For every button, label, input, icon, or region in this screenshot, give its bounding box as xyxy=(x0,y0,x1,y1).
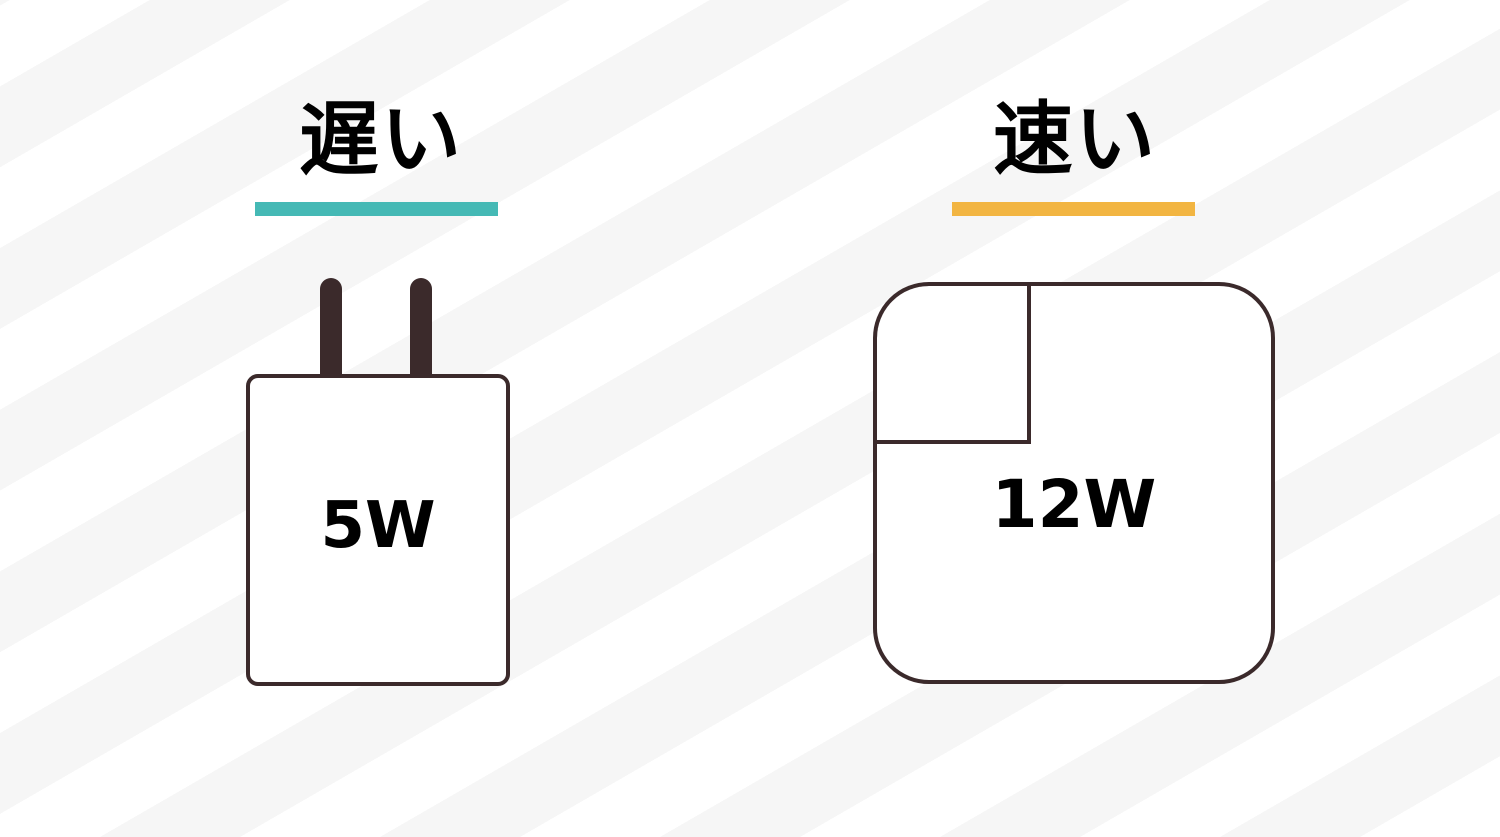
small-charger-icon: 5W xyxy=(246,374,510,686)
fast-charger-panel: 速い 12W xyxy=(860,0,1290,837)
left-prong xyxy=(320,278,342,380)
slow-label: 遅い xyxy=(299,93,463,186)
slow-wattage: 5W xyxy=(320,489,436,563)
fast-label: 速い xyxy=(993,93,1157,186)
large-charger-icon: 12W xyxy=(873,282,1275,684)
slow-charger-panel: 遅い 5W xyxy=(236,0,526,837)
right-prong xyxy=(410,278,432,380)
charger-corner-block xyxy=(877,286,1031,444)
fast-underline xyxy=(952,202,1195,216)
slow-underline xyxy=(255,202,498,216)
fast-wattage: 12W xyxy=(991,466,1157,543)
